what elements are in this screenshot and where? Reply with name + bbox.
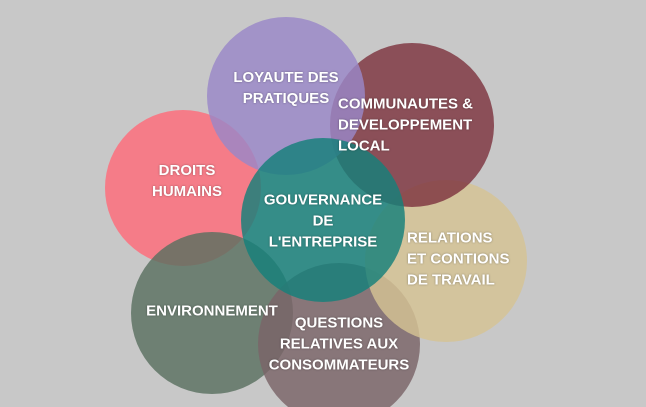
label-questions-consommateurs: QUESTIONS RELATIVES AUX CONSOMMATEURS [268,314,410,374]
label-communautes: COMMUNAUTES & DEVELOPPEMENT LOCAL [338,95,473,155]
circle-gouvernance [241,138,405,302]
circle-droits-humains [105,110,261,266]
label-environnement: ENVIRONNEMENT [146,302,278,320]
circle-relations-travail [365,180,527,342]
label-droits-humains: DROITS HUMAINS [152,162,222,200]
circle-loyaute [207,17,365,175]
circle-environnement [131,232,293,394]
label-relations-travail: RELATIONS ET CONTIONS DE TRAVAIL [407,229,510,289]
label-loyaute: LOYAUTE DES PRATIQUES [233,69,339,107]
label-gouvernance: GOUVERNANCE DE L'ENTREPRISE [263,191,383,251]
